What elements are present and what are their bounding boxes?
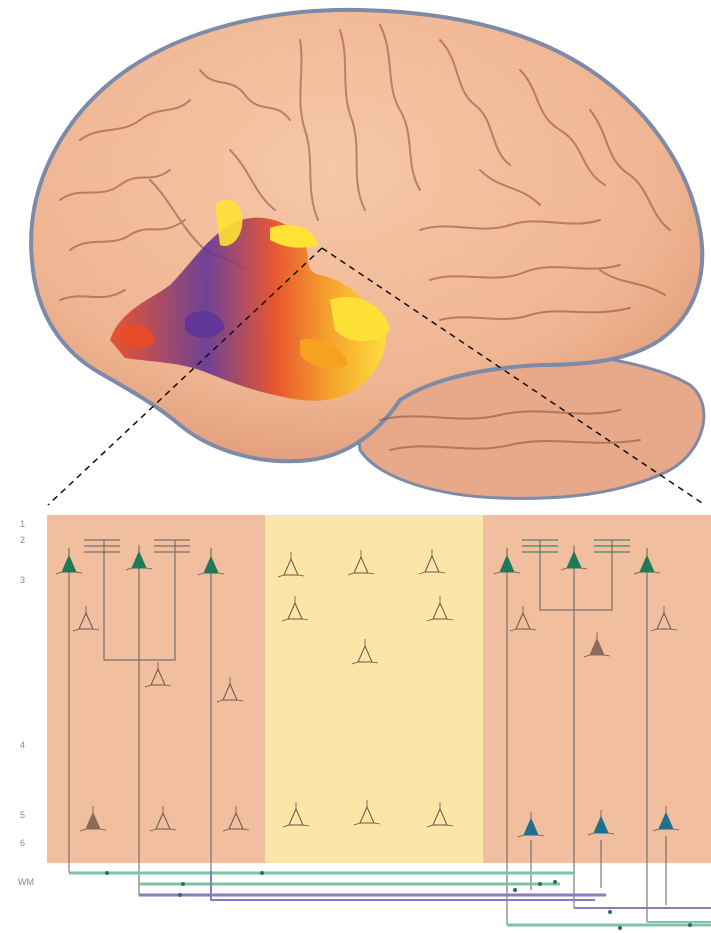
layer-label-6: 6 [20, 838, 25, 848]
cortical-circuit-diagram: 1 2 3 4 5 6 WM [18, 515, 711, 933]
layer-label-2: 2 [20, 535, 25, 545]
layer-labels: 1 2 3 4 5 6 WM [18, 519, 34, 887]
layer-label-1: 1 [20, 519, 25, 529]
brain-illustration [31, 10, 705, 505]
layer-label-4: 4 [20, 740, 25, 750]
layer-label-wm: WM [18, 877, 34, 887]
layer-label-3: 3 [20, 575, 25, 585]
layer-label-5: 5 [20, 810, 25, 820]
right-region [483, 515, 711, 863]
middle-region [265, 515, 483, 863]
